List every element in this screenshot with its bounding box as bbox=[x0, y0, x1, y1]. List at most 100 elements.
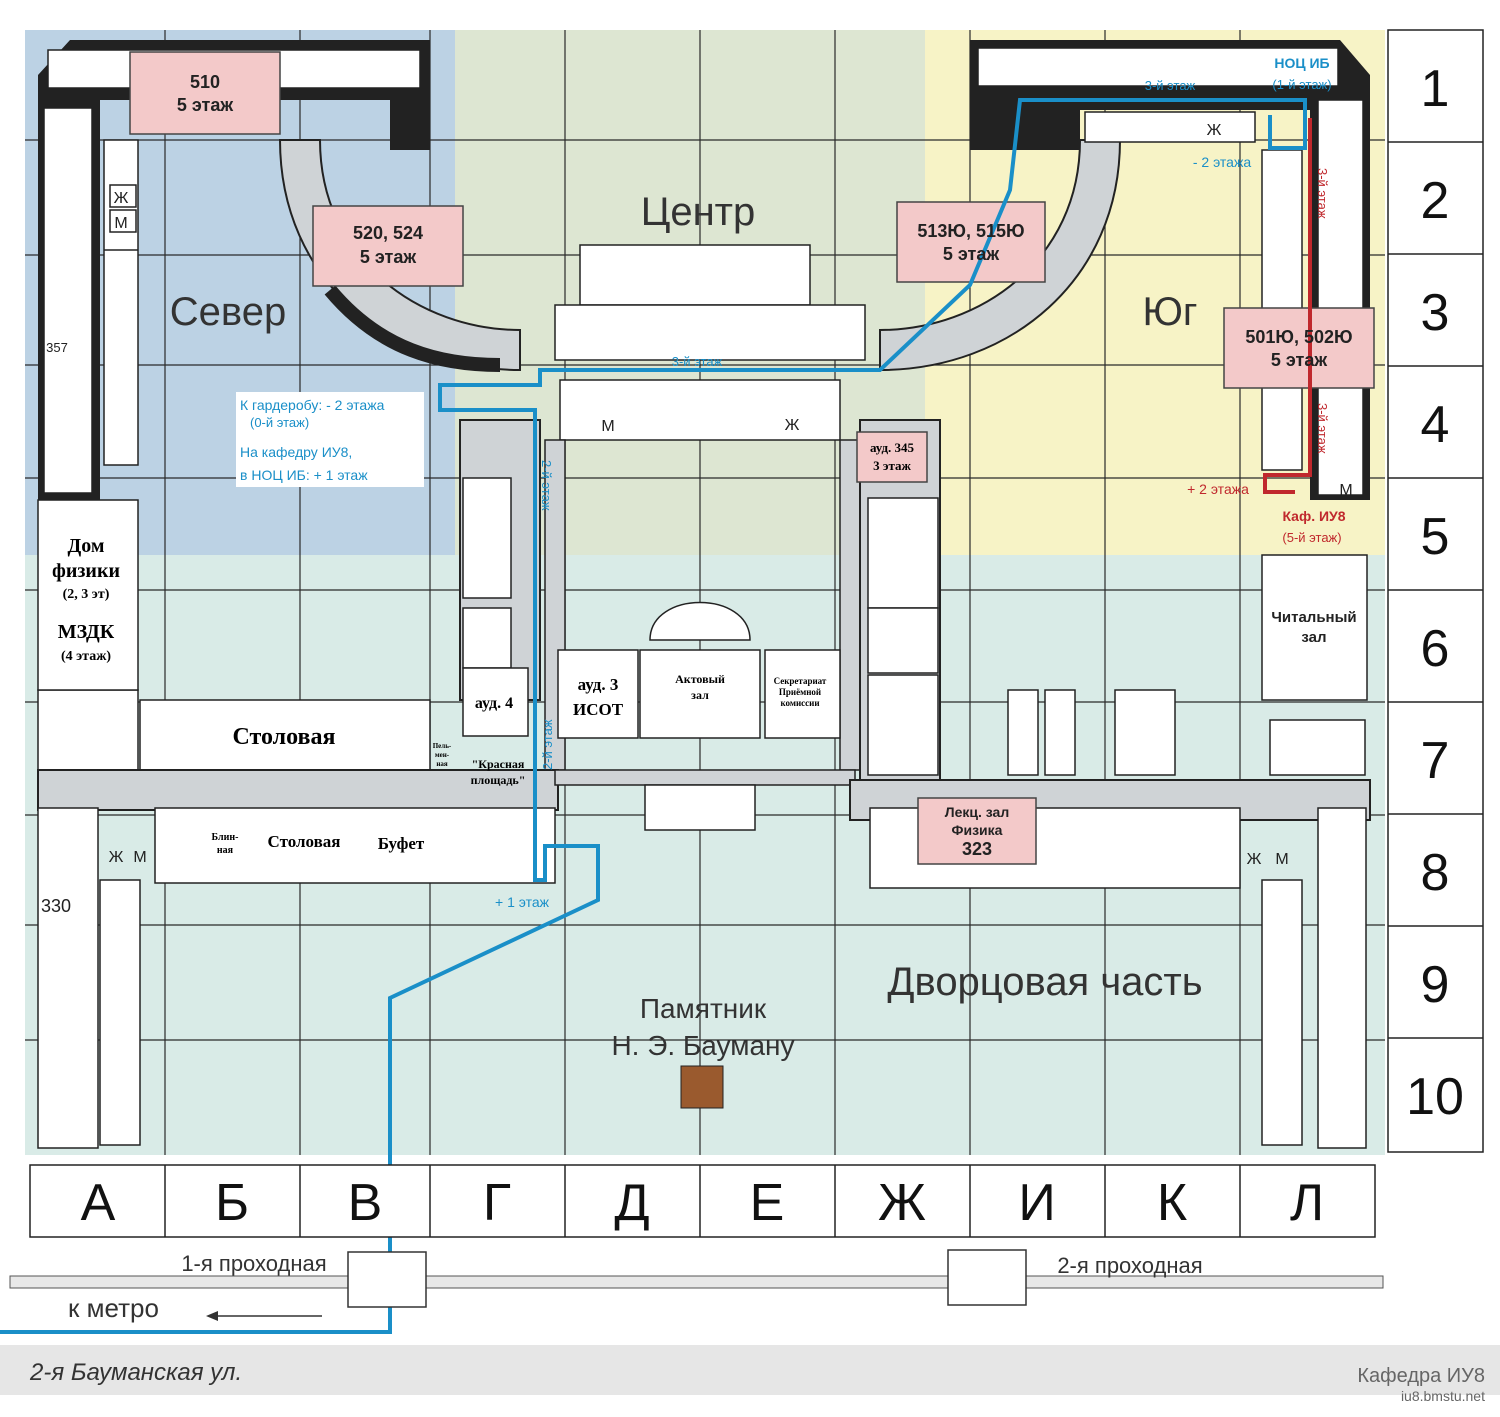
north-curve-rooms bbox=[324, 285, 501, 372]
room-510-number: 510 bbox=[190, 72, 220, 92]
krasnaya-line1: "Красная bbox=[472, 757, 525, 771]
col-label-v: В bbox=[348, 1174, 383, 1232]
center-lower-wing bbox=[554, 601, 856, 831]
building-south-wing bbox=[970, 40, 1370, 500]
monument-label-2: Н. Э. Бауману bbox=[611, 1030, 794, 1061]
col-label-g: Г bbox=[483, 1174, 511, 1232]
blinnaya-line1: Блин- bbox=[212, 832, 239, 843]
column-labels: А Б В Г Д Е Ж И К Л bbox=[29, 1164, 1376, 1238]
wc-men-north: М bbox=[114, 215, 127, 232]
route-label-2nd-floor-2: 2-й этаж bbox=[540, 719, 555, 770]
wc-men-center: М bbox=[601, 418, 614, 435]
aud-3-line2: ИСОТ bbox=[573, 700, 624, 719]
aktovy-line2: зал bbox=[691, 688, 709, 702]
fence bbox=[9, 1249, 1384, 1308]
noc-ib-line1: НОЦ ИБ bbox=[1274, 55, 1329, 71]
route-label-plus1: + 1 этаж bbox=[495, 894, 550, 910]
stolovaya-lower-label: Столовая bbox=[268, 832, 341, 851]
row-label-6: 6 bbox=[1421, 620, 1450, 678]
row-labels: 1 2 3 4 5 6 7 8 9 10 bbox=[1387, 29, 1484, 1153]
wc-women-west-lower: Ж bbox=[109, 849, 124, 866]
arrow-left-icon bbox=[206, 1311, 322, 1321]
room-501-floor: 5 этаж bbox=[1271, 350, 1328, 370]
row-label-9: 9 bbox=[1421, 956, 1450, 1014]
room-323[interactable] bbox=[917, 797, 1037, 865]
route-note-garderob-1: К гардеробу: - 2 этажа bbox=[240, 397, 385, 413]
col-label-i: И bbox=[1018, 1174, 1055, 1232]
room-513-floor: 5 этаж bbox=[943, 244, 1000, 264]
dom-fiziki-line1: Дом bbox=[67, 535, 104, 557]
sekr-line2: Приёмной bbox=[779, 687, 821, 697]
kaf-iu8-line1: Каф. ИУ8 bbox=[1282, 508, 1345, 524]
room-345[interactable] bbox=[856, 431, 928, 483]
route-red bbox=[1263, 118, 1312, 494]
col-label-b: Б bbox=[215, 1174, 249, 1232]
metro-label: к метро bbox=[68, 1293, 159, 1323]
room-345-number: ауд. 345 bbox=[870, 440, 915, 455]
wc-women-center: Ж bbox=[785, 417, 800, 434]
row-label-10: 10 bbox=[1406, 1068, 1464, 1126]
monument-marker bbox=[680, 1065, 724, 1109]
room-501-502[interactable] bbox=[1223, 307, 1375, 389]
route-note-box bbox=[236, 392, 424, 487]
col-label-l: Л bbox=[1290, 1174, 1324, 1232]
street-band bbox=[0, 1345, 1500, 1395]
room-323-line3: 323 bbox=[962, 839, 992, 859]
wc-women-east-lower: Ж bbox=[1247, 851, 1262, 868]
mzdk-line1: МЗДК bbox=[58, 621, 115, 643]
wc-women-north: Ж bbox=[114, 190, 129, 207]
pelmennaya-line2: мен- bbox=[435, 751, 450, 759]
dom-fiziki-room bbox=[37, 499, 139, 691]
chitalny-line1: Читальный bbox=[1271, 609, 1356, 626]
route-label-3rd-floor-red-2: 3-й этаж bbox=[1315, 403, 1330, 454]
col-label-k: К bbox=[1157, 1174, 1187, 1232]
route-note-garderob-2: (0-й этаж) bbox=[250, 415, 309, 430]
credit-line-1: Кафедра ИУ8 bbox=[1357, 1365, 1485, 1387]
room-520-number: 520, 524 bbox=[353, 223, 423, 243]
route-note-kafedra-1: На кафедру ИУ8, bbox=[240, 444, 352, 460]
room-510[interactable] bbox=[129, 51, 281, 135]
room-357-label: 357 bbox=[46, 340, 68, 355]
room-520-floor: 5 этаж bbox=[360, 247, 417, 267]
room-520-524[interactable] bbox=[312, 205, 464, 287]
row-label-2: 2 bbox=[1421, 172, 1450, 230]
row-label-7: 7 bbox=[1421, 732, 1450, 790]
wc-men-east-lower: М bbox=[1275, 851, 1288, 868]
row-label-5: 5 bbox=[1421, 508, 1450, 566]
wc-women-south: Ж bbox=[1207, 122, 1222, 139]
mzdk-line2: (4 этаж) bbox=[61, 649, 111, 664]
building-north-wing bbox=[38, 40, 430, 500]
room-323-line2: Физика bbox=[952, 822, 1003, 838]
route-label-minus2: - 2 этажа bbox=[1193, 154, 1251, 170]
noc-ib-line2: (1-й этаж) bbox=[1272, 77, 1331, 92]
kaf-iu8-line2: (5-й этаж) bbox=[1282, 530, 1341, 545]
route-note-kafedra-2: в НОЦ ИБ: + 1 этаж bbox=[240, 467, 368, 483]
stolovaya-upper-label: Столовая bbox=[233, 724, 336, 750]
sekr-line3: комиссии bbox=[780, 698, 819, 708]
route-label-3rd-floor-mid: 3-й этаж bbox=[672, 354, 723, 369]
zone-label-center: Центр bbox=[641, 190, 756, 234]
zone-label-north: Север bbox=[170, 290, 286, 334]
room-510-floor: 5 этаж bbox=[177, 95, 234, 115]
west-lower-wing bbox=[37, 419, 559, 1149]
room-345-floor: 3 этаж bbox=[873, 458, 911, 473]
wc-men-west-lower: М bbox=[133, 849, 146, 866]
sekr-line1: Секретариат bbox=[774, 676, 827, 686]
pelmennaya-line3: ная bbox=[436, 760, 448, 768]
route-label-plus2: + 2 этажа bbox=[1187, 481, 1249, 497]
room-513-515[interactable] bbox=[896, 201, 1046, 283]
col-label-e: Е bbox=[750, 1174, 785, 1232]
col-label-a: А bbox=[81, 1174, 116, 1232]
room-323-line1: Лекц. зал bbox=[945, 804, 1009, 820]
row-label-3: 3 bbox=[1421, 284, 1450, 342]
col-label-zh: Ж bbox=[878, 1174, 926, 1232]
aud-3-line1: ауд. 3 bbox=[578, 675, 619, 694]
route-label-2nd-floor-1: 2-й этаж bbox=[539, 460, 554, 511]
zone-label-palace: Дворцовая часть bbox=[887, 960, 1202, 1004]
street-label: 2-я Бауманская ул. bbox=[29, 1359, 242, 1386]
credit-line-2: iu8.bmstu.net bbox=[1401, 1388, 1485, 1404]
zone-label-south: Юг bbox=[1143, 290, 1198, 334]
monument-label-1: Памятник bbox=[640, 993, 767, 1024]
wc-men-south: М bbox=[1339, 482, 1352, 499]
